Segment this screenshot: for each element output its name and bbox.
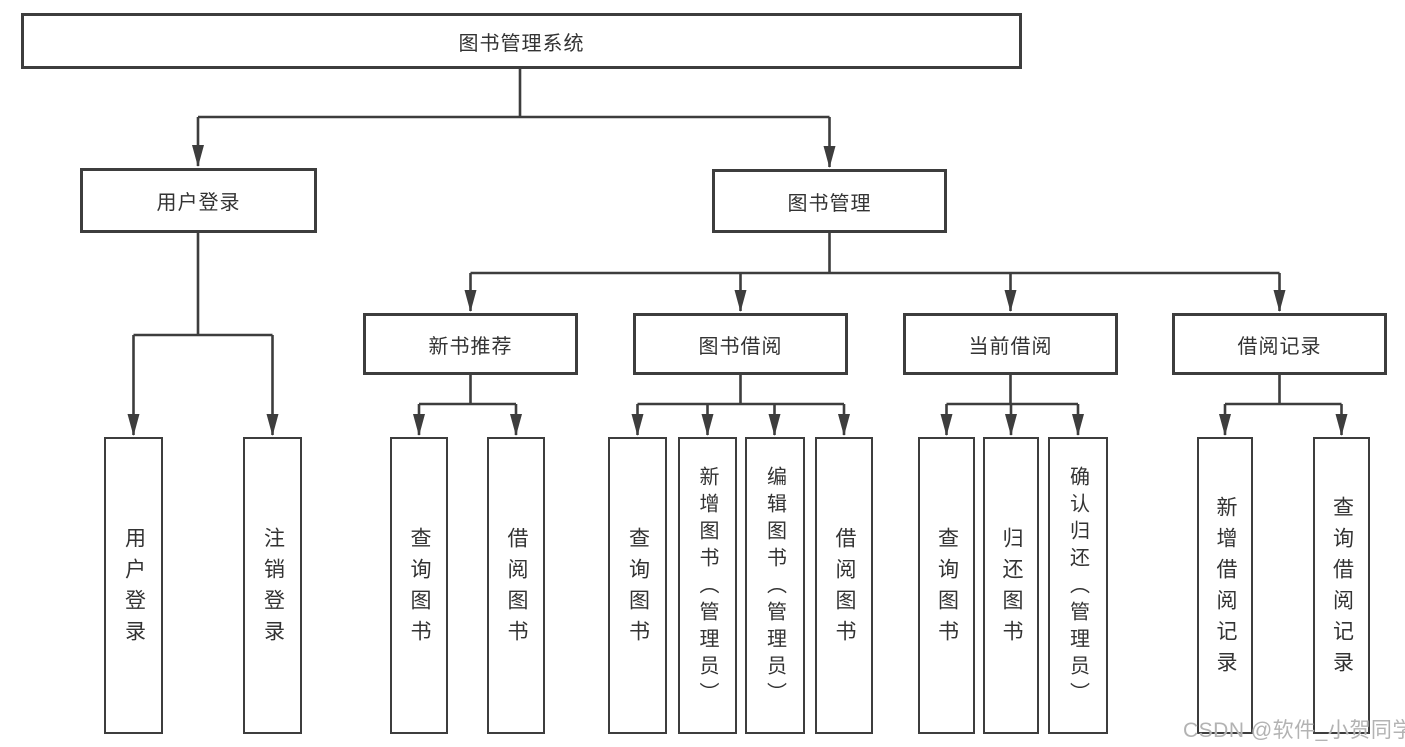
leaf-edit-book-admin: 编辑图书（管理员）: [745, 437, 805, 734]
leaf-query-books-current: 查询图书: [918, 437, 975, 734]
leaf-confirm-return-admin: 确认归还（管理员）: [1048, 437, 1108, 734]
csdn-watermark: CSDN @软件_小贺同学: [1183, 719, 1405, 742]
leaf-query-borrow-record: 查询借阅记录: [1313, 437, 1370, 734]
leaf-borrow-books-borrowing: 借阅图书: [815, 437, 873, 734]
leaf-query-books-recommend: 查询图书: [390, 437, 448, 734]
leaf-borrow-books-recommend: 借阅图书: [487, 437, 545, 734]
node-new-book-recommendation: 新书推荐: [363, 313, 578, 375]
node-book-borrowing: 图书借阅: [633, 313, 848, 375]
node-user-login: 用户登录: [80, 168, 317, 233]
node-borrowing-records: 借阅记录: [1172, 313, 1387, 375]
leaf-query-books-borrowing: 查询图书: [608, 437, 667, 734]
leaf-add-borrow-record: 新增借阅记录: [1197, 437, 1253, 734]
node-current-borrowing: 当前借阅: [903, 313, 1118, 375]
leaf-add-book-admin: 新增图书（管理员）: [678, 437, 737, 734]
node-library-management-system: 图书管理系统: [21, 13, 1022, 69]
leaf-user-login: 用户登录: [104, 437, 163, 734]
leaf-logout: 注销登录: [243, 437, 302, 734]
node-book-management: 图书管理: [712, 169, 947, 233]
leaf-return-book: 归还图书: [983, 437, 1039, 734]
